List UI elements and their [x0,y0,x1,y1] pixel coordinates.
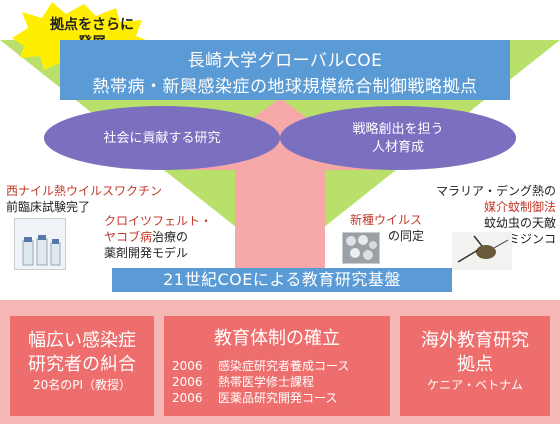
west-nile-line-2: 前臨床試験完了 [6,200,91,214]
virus-micrograph-photo [342,232,380,264]
virus-achievement: 新種ウイルス の同定 [350,212,424,244]
program-title-line-1: 長崎大学グローバルCOE [187,51,383,71]
course-row: 2006 熱帯医学修士課程 [172,374,314,390]
goal-research: 社会に貢献する研究 [103,131,221,146]
course-year: 2006 [172,375,203,389]
malaria-line-4: ミジンコ [507,232,556,246]
course-row: 2006 感染症研究者養成コース [172,358,349,374]
course-year: 2006 [172,359,203,373]
pillar-right-sub: ケニア・ベトナム [427,378,523,392]
goal-right-line-1: 戦略創出を担う [352,122,444,137]
virus-line-1: 新種ウイルス [350,213,423,227]
virus-line-2: の同定 [388,229,425,243]
pillar-left-line-2: 研究者の糾合 [28,354,136,375]
badge-line-1: 拠点をさらに [50,17,134,33]
cjd-achievement: クロイツフェルト・ ヤコブ病治療の 薬剤開発モデル [104,213,212,261]
goal-ellipse-right [280,106,516,170]
goal-human-resources: 戦略創出を担う 人材育成 [318,121,478,157]
water-flea-photo [452,232,512,270]
course-year: 2006 [172,391,203,405]
cjd-line-3: 薬剤開発モデル [104,246,189,260]
pillar-right-line-2: 拠点 [457,354,493,375]
course-name: 医薬品研究開発コース [218,391,338,405]
pillar-left-line-1: 幅広い感染症 [28,330,136,351]
cjd-line-2-rest: 治療の [152,230,189,244]
malaria-line-2: 媒介蚊制御法 [483,200,556,214]
malaria-line-1: マラリア・デング熱の [435,184,556,198]
pillar-left-sub: 20名のPI（教授） [32,378,132,392]
foundation-banner: 21世紀COEによる教育研究基盤 [112,268,452,292]
pillar-overseas: 海外教育研究 拠点 ケニア・ベトナム [400,316,550,416]
course-row: 2006 医薬品研究開発コース [172,390,337,406]
vaccine-vials-photo [14,218,66,270]
pillar-right-line-1: 海外教育研究 [421,330,529,351]
goal-right-line-2: 人材育成 [371,140,424,155]
west-nile-line-1: 西ナイル熱ウイルスワクチン [6,184,163,198]
malaria-achievement: マラリア・デング熱の 媒介蚊制御法 蚊幼虫の天敵 ミジンコ [420,183,556,247]
goal-ellipse-left [44,106,280,170]
program-title-box: 長崎大学グローバルCOE 熱帯病・新興感染症の地球規模統合制御戦略拠点 [60,40,510,100]
pillar-education: 教育体制の確立 2006 感染症研究者養成コース 2006 熱帯医学修士課程 200… [164,316,390,416]
cjd-line-2: ヤコブ病治療の [104,229,212,245]
course-name: 熱帯医学修士課程 [218,375,315,389]
course-name: 感染症研究者養成コース [218,359,350,373]
pillar-researchers: 幅広い感染症 研究者の糾合 20名のPI（教授） [10,316,154,416]
cjd-line-1: クロイツフェルト・ [104,214,213,228]
malaria-line-3: 蚊幼虫の天敵 [483,216,556,230]
pillar-center-heading: 教育体制の確立 [214,328,340,349]
program-title-line-2: 熱帯病・新興感染症の地球規模統合制御戦略拠点 [92,77,478,97]
west-nile-achievement: 西ナイル熱ウイルスワクチン 前臨床試験完了 [6,183,162,215]
up-arrow [182,98,378,270]
cjd-line-2-red: ヤコブ病 [104,230,153,244]
